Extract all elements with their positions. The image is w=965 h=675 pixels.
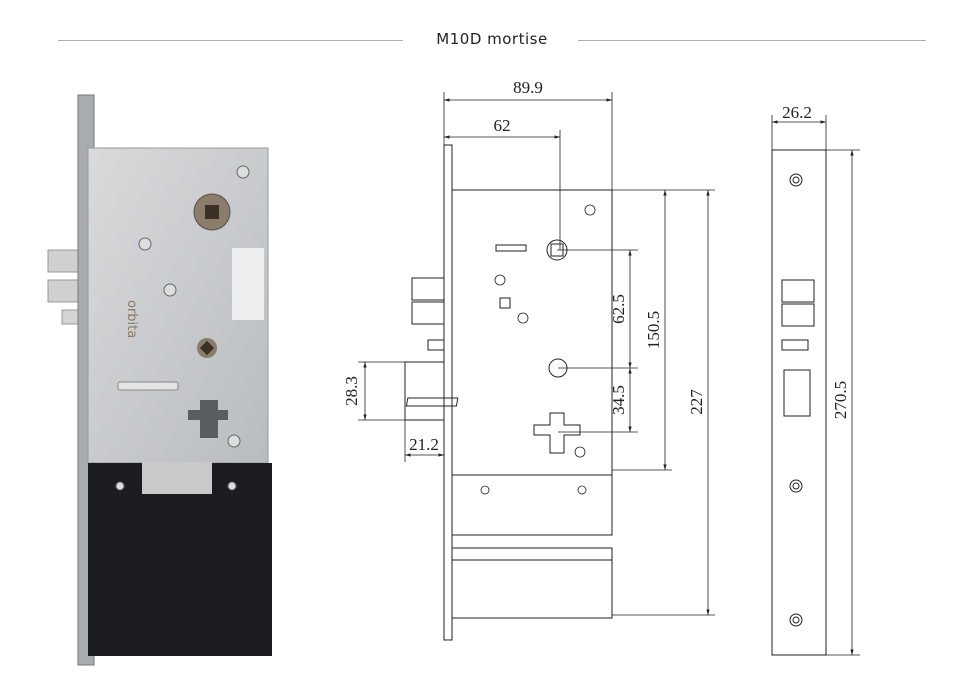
dim-cylinder-to-bottom: 34.5 (609, 385, 628, 415)
dim-body-height: 227 (687, 389, 706, 415)
dim-faceplate-height: 270.5 (831, 381, 850, 419)
dim-latch-height: 28.3 (342, 376, 361, 406)
brand-logo: orbita (124, 300, 139, 338)
lock-photo: orbita (47, 94, 272, 666)
title-rule-left (58, 40, 403, 41)
dim-spindle-to-bottom: 150.5 (644, 311, 663, 349)
dim-spindle-to-cylinder: 62.5 (609, 294, 628, 324)
front-dimension-lines (358, 92, 715, 616)
title-rule-right (578, 40, 926, 41)
front-view-drawing (404, 144, 613, 641)
dim-overall-depth: 89.9 (513, 78, 543, 97)
ce-label (232, 248, 264, 320)
dim-faceplate-width: 26.2 (782, 103, 812, 122)
dim-backset: 62 (494, 116, 511, 135)
side-dimension-lines (771, 115, 860, 656)
latch-bolt-lower (47, 279, 81, 303)
page-title: M10D mortise (430, 30, 554, 48)
cylinder-hole (188, 400, 228, 438)
faceplate-side-view (771, 149, 827, 656)
dim-latch-throw: 21.2 (409, 435, 439, 454)
title-row: M10D mortise (58, 28, 926, 52)
auxiliary-latch (61, 309, 81, 325)
black-housing (88, 463, 272, 656)
latch-bolt (47, 249, 81, 273)
